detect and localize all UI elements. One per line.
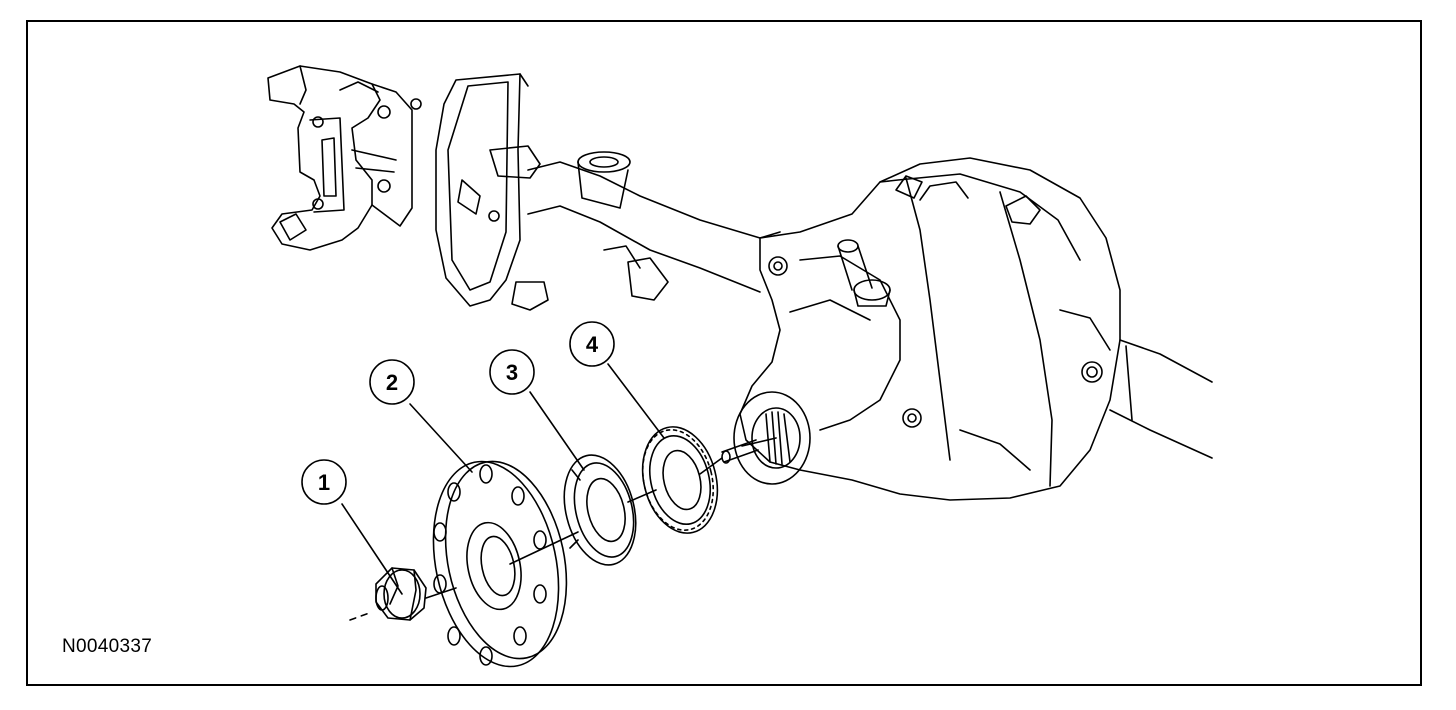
- pinion-housing: [721, 391, 811, 485]
- steering-knuckle: [267, 65, 422, 251]
- figure-id: N0040337: [62, 636, 153, 657]
- vent-fitting: [837, 239, 891, 307]
- callout-4: 4: [569, 321, 665, 439]
- callout-3: 3: [489, 349, 585, 471]
- axle-tube: [527, 151, 781, 301]
- differential-housing: [739, 157, 1121, 501]
- callout-4-label: 4: [586, 332, 599, 357]
- dust-shield: [435, 73, 549, 311]
- right-axle-tube: [1109, 339, 1213, 459]
- callout-2: 2: [369, 359, 473, 473]
- exploded-centerline: [349, 457, 723, 621]
- pinion-slinger: [563, 454, 637, 566]
- callout-1: 1: [301, 459, 403, 595]
- callout-2-label: 2: [386, 370, 398, 395]
- callout-3-label: 3: [506, 360, 518, 385]
- figure-frame: [26, 20, 1422, 686]
- pinion-nut: [375, 567, 427, 621]
- pinion-seal: [641, 426, 719, 534]
- companion-flange: [432, 460, 568, 668]
- callout-1-label: 1: [318, 470, 330, 495]
